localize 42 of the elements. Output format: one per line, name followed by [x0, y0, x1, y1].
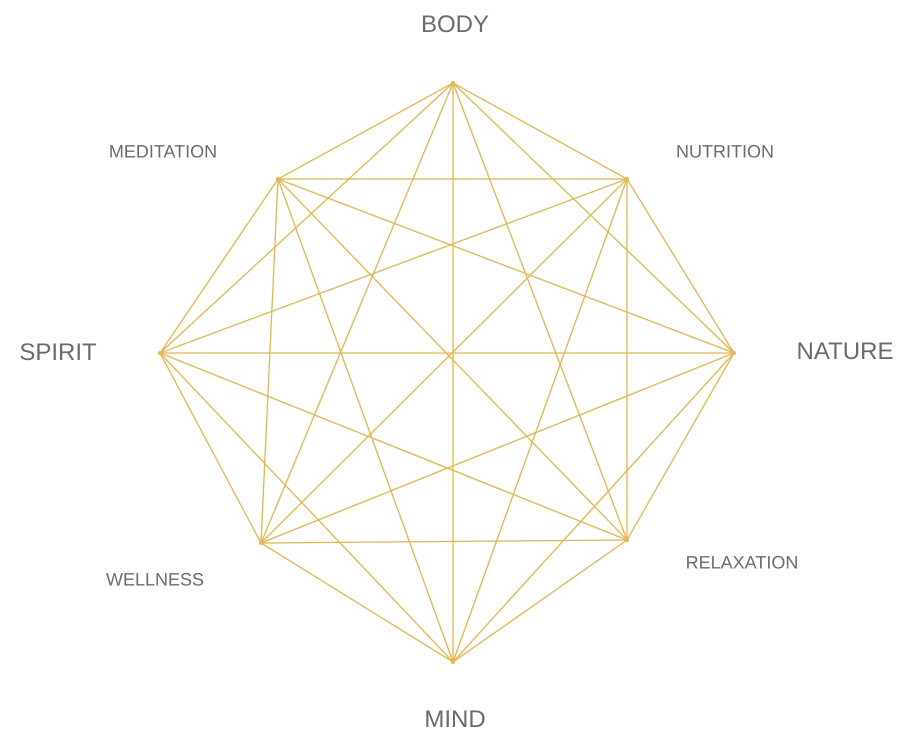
vertex-point: [158, 351, 162, 355]
vertex-label: NATURE: [796, 338, 894, 366]
connector-line: [161, 84, 452, 352]
vertex-label: RELAXATION: [686, 552, 798, 574]
connector-line: [626, 181, 628, 538]
connector-line: [454, 83, 626, 179]
connector-line: [162, 352, 732, 354]
vertex-label: BODY: [421, 11, 489, 39]
vertex-point: [259, 541, 263, 545]
connector-line: [454, 354, 734, 661]
connector-line: [279, 83, 452, 179]
connector-line: [160, 354, 452, 661]
vertex-label: NUTRITION: [676, 142, 774, 162]
vertex-point: [276, 177, 280, 181]
vertex-label: WELLNESS: [106, 570, 204, 590]
connector-line: [628, 180, 734, 352]
connector-line: [262, 544, 452, 662]
connector-line: [160, 180, 278, 352]
connector-line: [162, 179, 626, 353]
connector-line: [278, 180, 453, 660]
connector-line: [260, 180, 279, 542]
connector-line: [454, 84, 734, 352]
connector-line: [453, 84, 627, 538]
connector-line: [452, 85, 454, 660]
connector-line: [453, 180, 627, 660]
connector-line: [454, 540, 626, 662]
vertex-label: MEDITATION: [108, 142, 218, 162]
vertex-point: [451, 81, 455, 85]
connector-line: [160, 354, 261, 542]
connector-line: [280, 179, 732, 353]
connector-line: [263, 539, 625, 544]
vertex-point: [625, 538, 629, 542]
connector-line: [280, 178, 625, 180]
vertex-point: [732, 351, 736, 355]
vertex-point: [451, 660, 455, 664]
connector-line: [262, 353, 732, 543]
connector-line: [162, 353, 626, 540]
connector-line: [261, 84, 453, 542]
vertex-label: SPIRIT: [19, 339, 97, 367]
vertex-point: [625, 177, 629, 181]
vertex-label: MIND: [424, 706, 486, 734]
connector-line: [627, 354, 734, 539]
